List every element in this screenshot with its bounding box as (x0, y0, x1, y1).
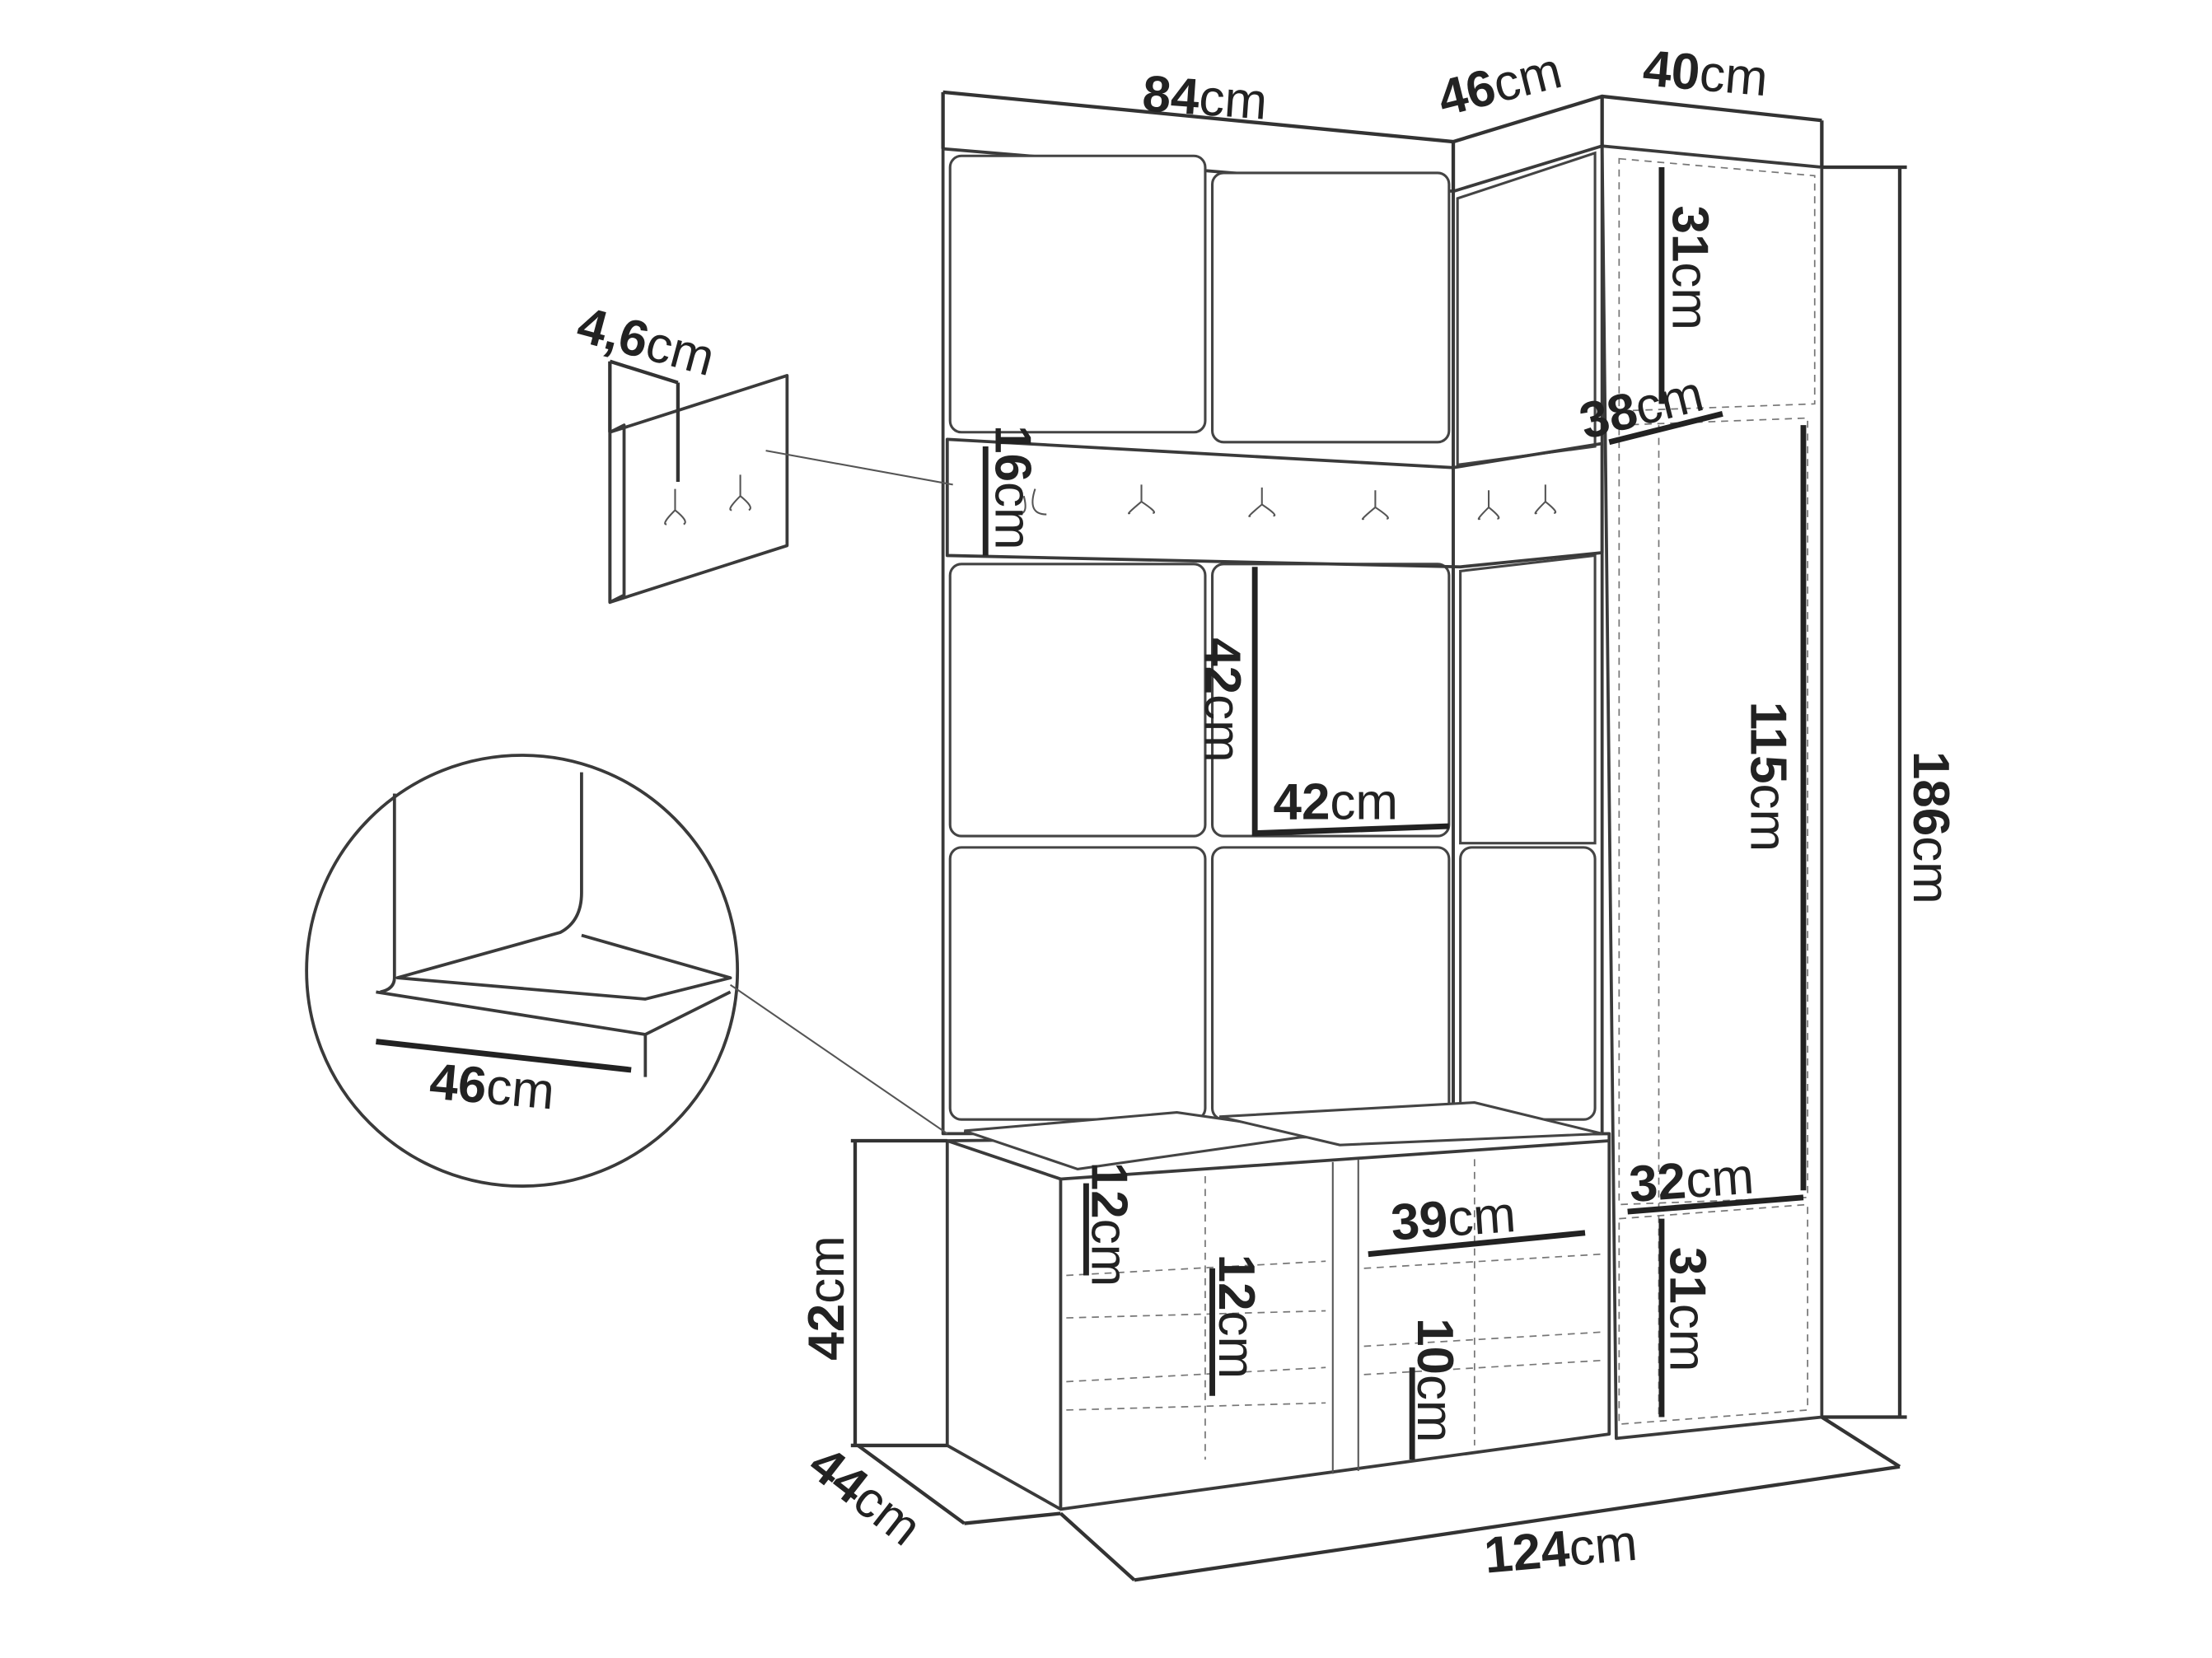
label-total-width: 124cm (1482, 1515, 1639, 1585)
hook-icon (1248, 487, 1276, 517)
label-wardrobe-inner-width: 32cm (1627, 1148, 1756, 1213)
label-drawer-height-left: 12cm (1080, 1162, 1137, 1287)
label-compartment-height-left: 12cm (1208, 1254, 1265, 1379)
label-top-width-left: 84cm (1141, 65, 1270, 130)
bench-cabinet (945, 1101, 1611, 1511)
hook-icon (729, 474, 751, 511)
hook-icon (1127, 484, 1156, 515)
label-wardrobe-inner-height: 115cm (1739, 702, 1796, 852)
label-bench-height: 42cm (798, 1235, 855, 1360)
hook-icon (1477, 490, 1500, 521)
seat-detail-circle (305, 754, 948, 1188)
hook-icon (1361, 490, 1389, 521)
upholstered-panels (948, 151, 1597, 1121)
hook-rail (945, 437, 1604, 569)
label-top-width-right: 40cm (1641, 40, 1770, 107)
label-total-height: 186cm (1902, 751, 1959, 904)
label-panel-height: 42cm (1194, 638, 1251, 762)
label-bench-depth: 44cm (798, 1436, 932, 1558)
hook-panel-detail (608, 374, 953, 605)
label-upper-shelf-height: 31cm (1662, 205, 1719, 329)
label-lower-shelf-height: 31cm (1658, 1247, 1715, 1371)
hook-icon (1015, 488, 1047, 516)
hook-icon (1534, 484, 1557, 515)
label-panel-width: 42cm (1274, 773, 1398, 830)
label-compartment-height-right: 10cm (1406, 1318, 1463, 1442)
hook-icon (664, 488, 686, 525)
label-compartment-width: 39cm (1389, 1186, 1518, 1251)
label-seat-depth: 46cm (428, 1053, 557, 1121)
label-hook-rail-height: 16cm (984, 425, 1041, 549)
dimension-lines (608, 90, 1907, 1582)
